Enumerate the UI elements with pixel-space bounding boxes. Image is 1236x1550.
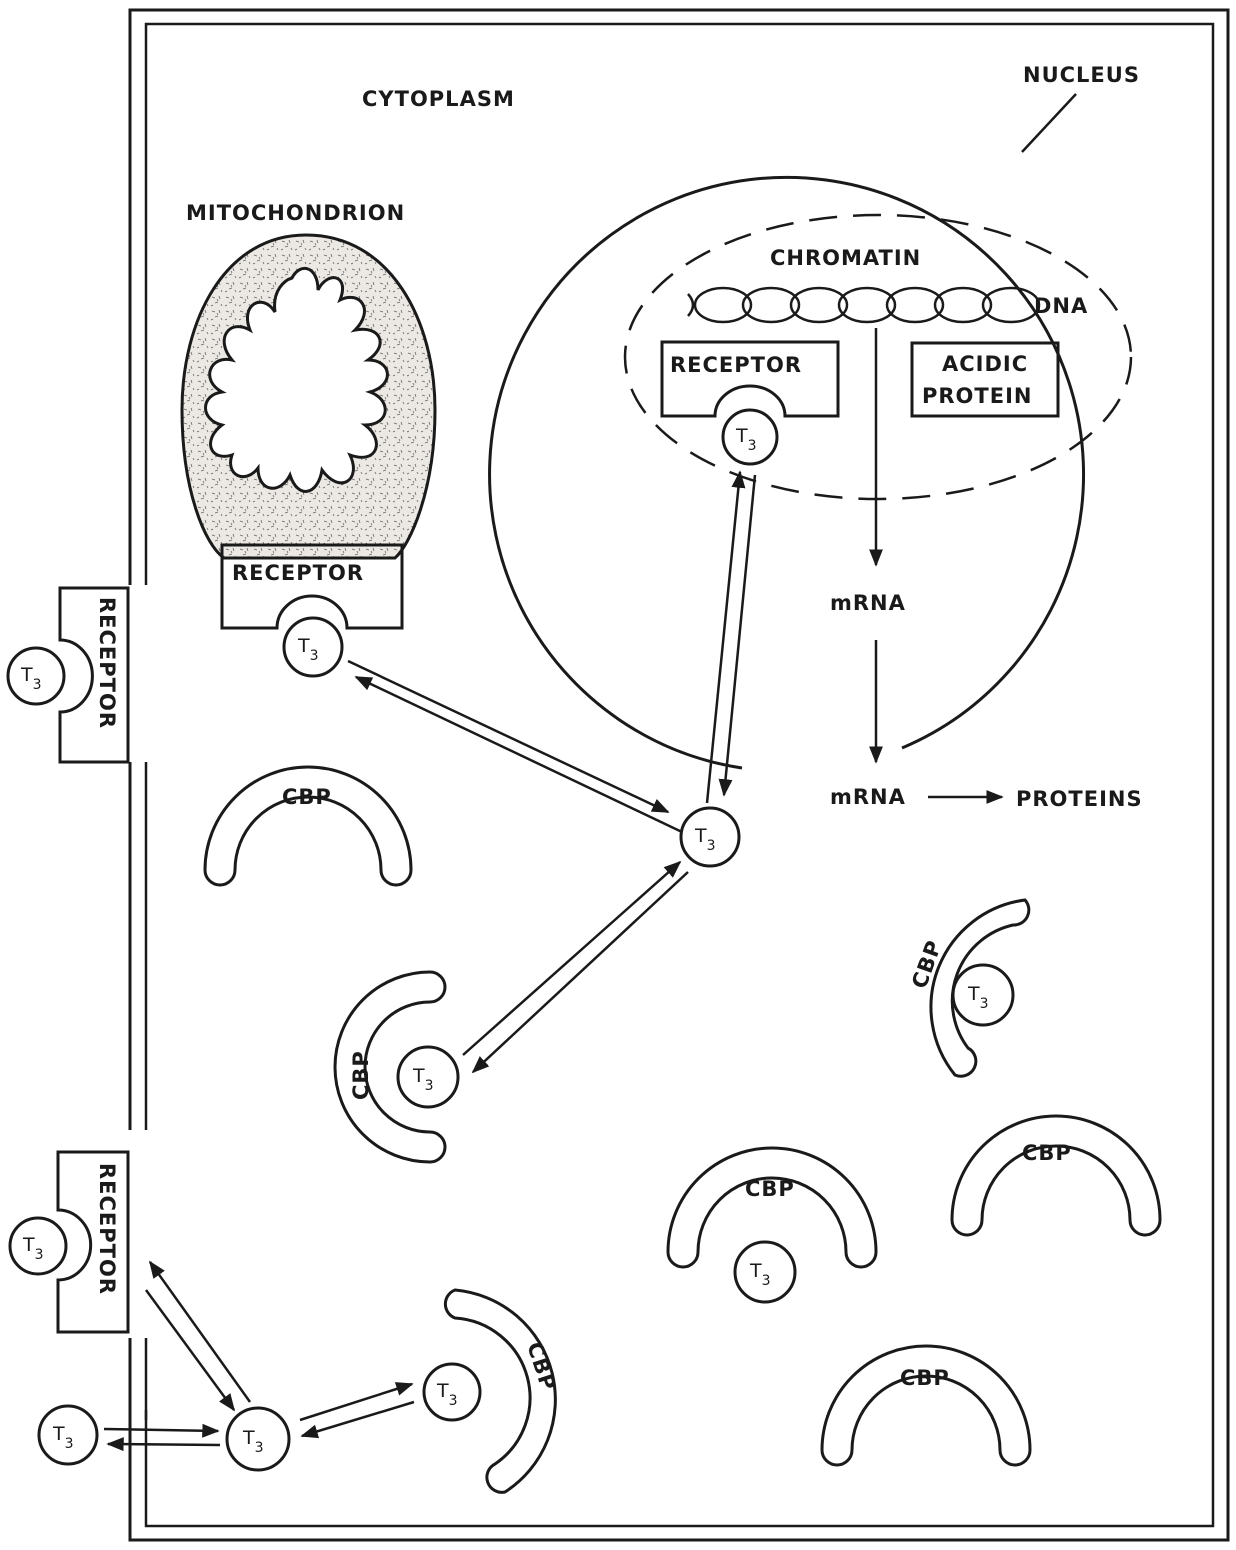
- mrna-cytoplasm-label: mRNA: [830, 785, 906, 809]
- cbp-lower-middle-label: CBP: [745, 1177, 795, 1201]
- svg-text:T3: T3: [297, 635, 319, 664]
- cbp-upper-left: CBP: [203, 765, 413, 887]
- chromatin: CHROMATIN: [623, 213, 1133, 501]
- arrow-nucleus-to-central: [718, 474, 757, 797]
- svg-text:T3: T3: [412, 1065, 434, 1094]
- acidic-protein: ACIDIC PROTEIN: [910, 341, 1060, 418]
- svg-text:T3: T3: [749, 1260, 771, 1289]
- arrow-central-to-mito: [354, 675, 683, 834]
- cbp-right-lower-label: CBP: [1022, 1141, 1072, 1165]
- arrow-receptor-to-entry: [144, 1289, 236, 1412]
- dna-strand: DNA: [687, 286, 1088, 324]
- arrow-central-to-nucleus: [705, 470, 746, 804]
- mrna-nuclear-label: mRNA: [830, 591, 906, 615]
- mitochondrion: MITOCHONDRION: [180, 201, 437, 560]
- t3-subscript: 3: [748, 438, 757, 454]
- svg-text:T3: T3: [20, 664, 42, 693]
- cbp-lower-middle: CBP T3: [666, 1146, 878, 1304]
- arrow-influx: [103, 1423, 220, 1438]
- dna-label: DNA: [1034, 294, 1088, 318]
- mitochondrial-receptor: RECEPTOR: [220, 543, 404, 630]
- proteins-label: PROTEINS: [1016, 787, 1143, 811]
- svg-text:T3: T3: [436, 1380, 458, 1409]
- mitochondrial-cristae: [204, 266, 389, 493]
- nucleus: NUCLEUS: [488, 63, 1140, 770]
- t3-entry-point: T3: [225, 1406, 291, 1472]
- arrow-efflux: [106, 1437, 221, 1452]
- acidic-protein-label-1: ACIDIC: [942, 352, 1028, 376]
- cbp-bottom-right: CBP: [820, 1344, 1032, 1467]
- acidic-protein-label-2: PROTEIN: [922, 384, 1032, 408]
- svg-text:T3: T3: [735, 425, 757, 454]
- arrow-cbp-to-entry: [300, 1400, 415, 1439]
- nuclear-receptor-label: RECEPTOR: [670, 353, 802, 377]
- membrane-receptor-lower: RECEPTOR: [56, 1150, 130, 1334]
- cbp-right-lower: CBP: [950, 1114, 1162, 1237]
- chromatin-label: CHROMATIN: [770, 246, 921, 270]
- arrow-mito-to-central: [347, 659, 670, 814]
- t3-letter: T: [735, 425, 748, 447]
- mitochondrial-receptor-label: RECEPTOR: [232, 561, 364, 585]
- nucleus-leader-line: [1021, 93, 1077, 153]
- mitochondrion-label: MITOCHONDRION: [186, 201, 405, 225]
- svg-text:T3: T3: [967, 983, 989, 1012]
- cbp-right-upper: CBP T3: [907, 898, 1031, 1078]
- cbp-upper-left-label: CBP: [282, 785, 332, 809]
- t3-lower-cbp: T3: [422, 1362, 482, 1422]
- arrow-entry-to-receptor: [148, 1260, 252, 1403]
- t3-membrane-lower: T3: [8, 1216, 68, 1276]
- cbp-left-middle-label: CBP: [349, 1050, 373, 1100]
- svg-text:T3: T3: [694, 825, 716, 854]
- cbp-bottom-right-label: CBP: [900, 1366, 950, 1390]
- membrane-receptor-lower-label: RECEPTOR: [95, 1163, 119, 1295]
- t3-membrane-upper: T3: [6, 646, 66, 706]
- t3-nuclear: T3: [721, 408, 779, 466]
- nuclear-receptor: RECEPTOR: [660, 340, 840, 418]
- svg-text:T3: T3: [52, 1423, 74, 1452]
- membrane-receptor-upper-label: RECEPTOR: [95, 597, 119, 729]
- svg-text:T3: T3: [242, 1427, 264, 1456]
- arrow-central-to-cbp: [471, 871, 689, 1074]
- membrane-receptor-upper: RECEPTOR: [58, 586, 130, 764]
- t3-extracellular: T3: [37, 1404, 99, 1466]
- t3-mitochondrial: T3: [282, 616, 344, 678]
- t3-central: T3: [679, 806, 741, 868]
- cbp-lower-left: CBP: [443, 1288, 560, 1494]
- cytoplasm-label: CYTOPLASM: [362, 87, 515, 111]
- cbp-left-middle: CBP T3: [333, 970, 460, 1164]
- svg-text:T3: T3: [22, 1234, 44, 1263]
- arrow-cbp-to-central: [462, 860, 682, 1056]
- nucleus-label: NUCLEUS: [1023, 63, 1140, 87]
- cell-membrane: [128, 8, 1230, 1542]
- arrow-entry-to-cbp: [299, 1382, 414, 1422]
